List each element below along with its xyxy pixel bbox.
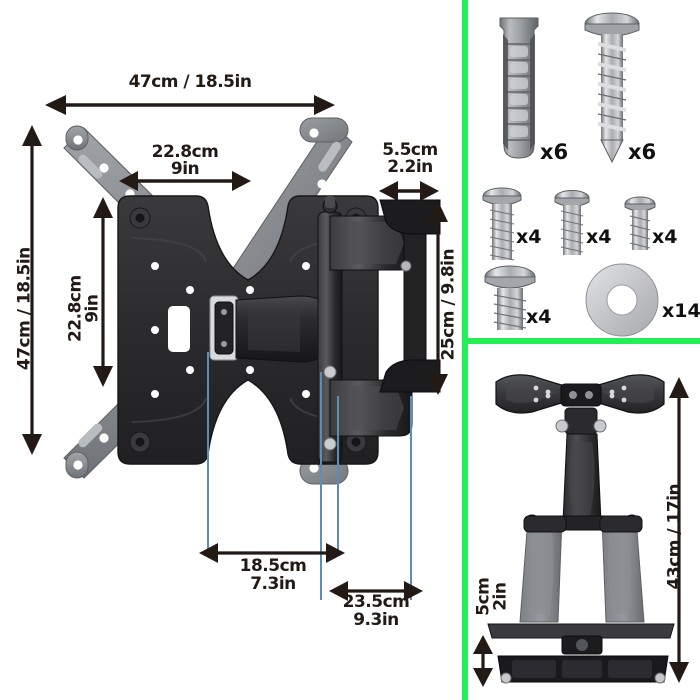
screw-stub-count: x4 xyxy=(526,306,552,328)
lag-screw-icon xyxy=(584,12,640,164)
dim-extension-max-arrow xyxy=(329,581,423,601)
dim-extension-max-label-2: 9.3in xyxy=(353,610,399,630)
dim-extension-min-label-1: 18.5cm xyxy=(239,556,307,576)
dim-plate-depth-label-1: 5.5cm xyxy=(382,140,438,160)
screw-short-count: x4 xyxy=(652,226,678,248)
leader-line-2 xyxy=(320,372,322,600)
screw-icon-stub xyxy=(484,265,536,330)
dim-plate-height-arrow xyxy=(428,201,448,395)
leader-line-3 xyxy=(337,396,339,552)
dim-width-overall-label: 47cm / 18.5in xyxy=(128,72,252,92)
dim-vesa-width-label-2: 9in xyxy=(170,159,200,179)
wall-plate xyxy=(487,623,675,655)
screw-medium-count: x4 xyxy=(586,226,612,248)
dim-width-overall-arrow xyxy=(45,95,335,115)
base-bar xyxy=(497,655,669,684)
sideview-panel: 43cm / 17in 5cm 2in xyxy=(462,346,700,700)
screw-icon-long xyxy=(482,187,522,261)
articulating-arm xyxy=(235,196,441,463)
dim-plate-depth-arrow xyxy=(379,181,439,201)
tilt-bracket xyxy=(555,407,607,435)
support-legs xyxy=(519,515,645,623)
dim-plate-depth-label-2: 2.2in xyxy=(387,157,433,177)
dim-vesa-width-arrow xyxy=(119,171,251,191)
panel-divider-vertical xyxy=(462,0,468,700)
dim-vesa-width-label-1: 22.8cm xyxy=(151,142,219,162)
dim-extension-min-arrow xyxy=(199,543,345,563)
dim-extension-max-label-1: 23.5cm xyxy=(342,592,410,612)
dim-height-overall-arrow xyxy=(22,125,42,455)
sideview-illustration xyxy=(487,374,675,684)
leader-line-4 xyxy=(410,396,412,600)
screw-icon-short xyxy=(624,196,656,250)
screw-long-count: x4 xyxy=(516,226,542,248)
wall-anchor-icon xyxy=(499,17,539,159)
washer-icon xyxy=(585,263,659,337)
wall-mount-illustration xyxy=(63,117,441,485)
dim-vesa-height-arrow xyxy=(93,197,113,387)
wall-anchor-count: x6 xyxy=(540,140,569,164)
dim-wall-gap-arrow xyxy=(473,635,493,687)
main-diagram-panel: 47cm / 18.5in 22.8cm 9in 5.5cm 2.2in 47c… xyxy=(14,72,458,630)
leader-line-1 xyxy=(207,352,209,552)
lag-screw-count: x6 xyxy=(628,140,657,164)
panel-divider-horizontal xyxy=(462,338,700,344)
screw-icon-medium xyxy=(554,190,590,255)
hardware-illustration xyxy=(482,12,659,337)
vesa-bar-top-view xyxy=(495,374,665,414)
hardware-panel: x6 x6 x4 x4 x4 x4 x14 xyxy=(462,0,700,340)
dim-extension-min-label-2: 7.3in xyxy=(250,574,296,594)
washer-count: x14 xyxy=(662,300,700,322)
vertical-column xyxy=(562,433,602,523)
dim-arm-height-arrow xyxy=(669,377,689,683)
